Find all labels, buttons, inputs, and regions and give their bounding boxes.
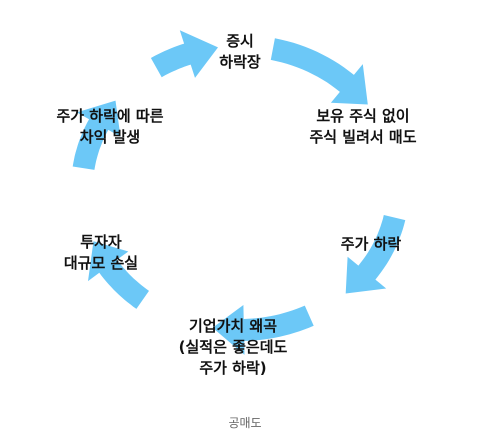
node-market-downturn: 증시 하락장 [219,31,260,73]
node-value-distortion: 기업가치 왜곡 (실적은 좋은데도 주가 하락) [179,316,288,379]
cycle-arrow-3 [212,305,314,355]
node-value-distortion-line-1: 기업가치 왜곡 [188,317,278,335]
node-short-sell: 보유 주식 없이 주식 빌려서 매도 [309,106,416,148]
node-price-drop-line-1: 주가 하락 [340,235,402,253]
cycle-arrow-1 [270,38,368,105]
node-investor-loss: 투자자 대규모 손실 [64,232,138,274]
node-investor-loss-line-2: 대규모 손실 [63,254,139,272]
node-investor-loss-line-1: 투자자 [80,233,122,251]
cycle-arrows [72,30,406,355]
node-short-sell-line-1: 보유 주식 없이 [316,107,410,125]
node-profit-line-2: 차익 발생 [79,128,141,146]
node-price-drop: 주가 하락 [341,234,401,255]
node-value-distortion-line-2: (실적은 좋은데도 [178,338,288,356]
cycle-arrow-5 [72,100,121,170]
node-profit: 주가 하락에 따른 차익 발생 [56,106,163,148]
node-value-distortion-line-3: 주가 하락) [199,359,267,377]
node-market-downturn-line-1: 증시 [226,32,254,50]
node-market-downturn-line-2: 하락장 [219,53,261,71]
cycle-arrow-4 [88,241,149,309]
cycle-arrow-2 [345,215,406,294]
node-short-sell-line-2: 주식 빌려서 매도 [309,128,417,146]
cycle-arrow-6 [150,30,218,78]
node-profit-line-1: 주가 하락에 따른 [56,107,164,125]
caption: 공매도 [228,416,262,430]
